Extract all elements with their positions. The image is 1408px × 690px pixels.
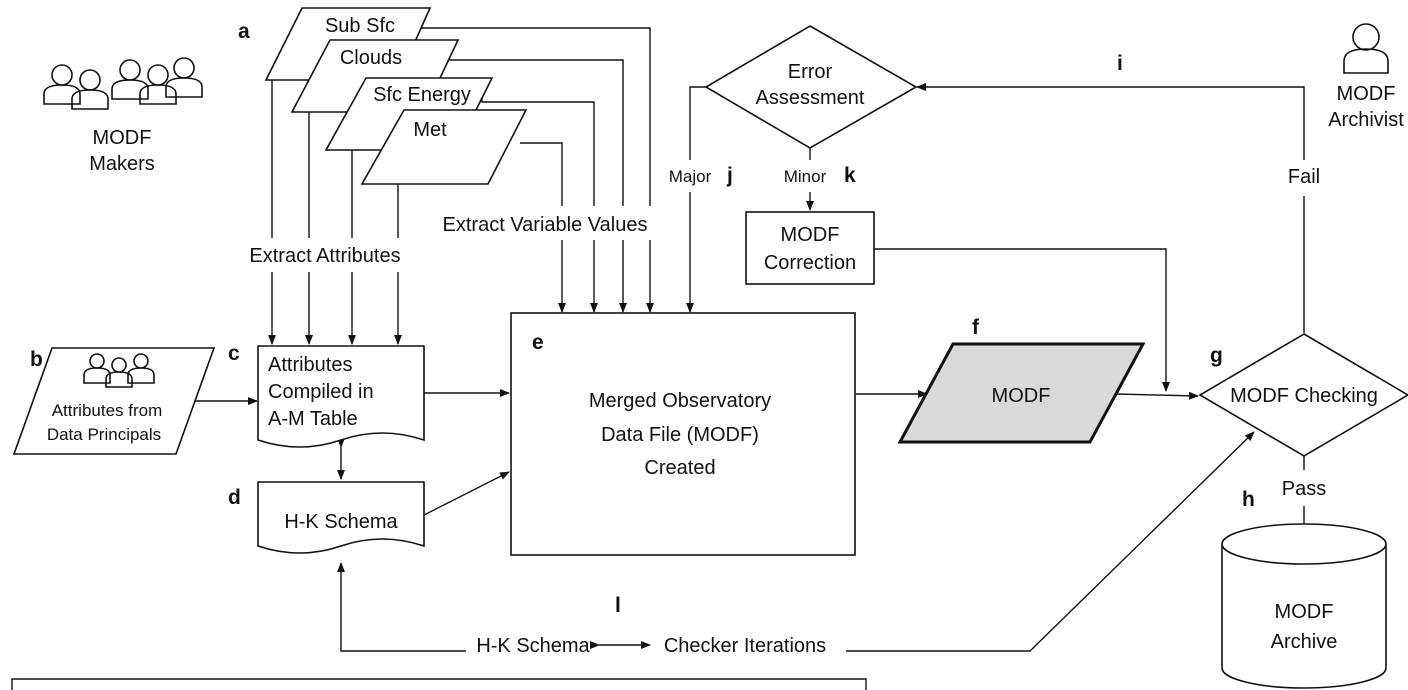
legend-box-edge: [11, 678, 867, 690]
people-group-icon: [83, 353, 155, 388]
modf-created-box: [510, 312, 856, 556]
archive-cylinder: [1221, 523, 1387, 689]
extract-variable-values-label: Extract Variable Values: [443, 214, 648, 236]
data-sources-stack: Sub Sfc Clouds Sfc Energy Met: [264, 7, 528, 185]
letter-c: c: [228, 342, 240, 365]
letter-a: a: [238, 20, 250, 43]
principals-label-line1: Attributes from: [52, 401, 163, 420]
iterations-to-checking-arrow: [846, 431, 1255, 652]
modf-correction-line2: Correction: [764, 252, 856, 274]
letter-k: k: [844, 164, 856, 187]
value-line-clouds: [447, 59, 624, 206]
source-sfc-energy-label: Sfc Energy: [373, 84, 471, 106]
archive-line1: MODF: [1275, 601, 1334, 623]
modf-parallelogram: [897, 342, 1146, 444]
pass-label: Pass: [1282, 478, 1326, 500]
attributes-table-line2: Compiled in: [268, 381, 374, 403]
major-label: Major: [669, 167, 712, 186]
value-line-met: [520, 142, 563, 206]
attributes-table-line1: Attributes: [268, 354, 352, 376]
letter-g: g: [1210, 344, 1223, 367]
makers-label-line1: MODF: [93, 127, 152, 149]
correction-to-checking-arrow: [874, 248, 1170, 392]
iterations-left-label: H-K Schema: [476, 635, 590, 657]
iterations-right-label: Checker Iterations: [664, 635, 826, 657]
modf-correction-box: [745, 211, 875, 285]
modf-to-checking-arrow: [1115, 391, 1199, 400]
modf-created-line2: Data File (MODF): [601, 424, 759, 446]
source-met-label: Met: [413, 119, 447, 141]
connectors: [187, 19, 1308, 652]
makers-label-line2: Makers: [89, 153, 155, 175]
modf-created-line3: Created: [644, 457, 715, 479]
letter-i: i: [1117, 52, 1123, 75]
hk-schema-document: [257, 481, 425, 554]
fail-to-error-arrow: [916, 83, 1305, 160]
letter-b: b: [30, 348, 43, 371]
schema-to-modf-created-arrow: [423, 471, 510, 516]
modf-checking-label: MODF Checking: [1230, 385, 1378, 407]
hk-schema-label: H-K Schema: [284, 511, 398, 533]
iterations-to-schema-arrow: [337, 562, 466, 652]
error-assessment-line2: Assessment: [756, 87, 865, 109]
letter-d: d: [228, 486, 241, 509]
modf-correction-line1: MODF: [781, 224, 840, 246]
attributes-table-line3: A-M Table: [268, 408, 358, 430]
letter-j: j: [726, 164, 733, 187]
person-icon: [1343, 23, 1389, 74]
source-clouds-label: Clouds: [340, 47, 402, 69]
attributes-table-document: [257, 345, 425, 448]
error-assessment-diamond: [704, 25, 918, 149]
people-group-icon: [43, 57, 203, 110]
major-line-upper: [689, 86, 706, 160]
archivist-label-line2: Archivist: [1328, 109, 1404, 131]
principals-parallelogram: [12, 347, 216, 455]
source-met: [360, 109, 528, 185]
archivist-label-line1: MODF: [1337, 83, 1396, 105]
minor-label: Minor: [784, 167, 827, 186]
error-assessment-line1: Error: [788, 61, 833, 83]
modf-created-line1: Merged Observatory: [589, 390, 771, 412]
fail-label: Fail: [1288, 166, 1320, 188]
letter-e: e: [532, 331, 544, 354]
extract-attributes-label: Extract Attributes: [249, 245, 400, 267]
modf-label: MODF: [992, 385, 1051, 407]
archive-line2: Archive: [1271, 631, 1338, 653]
letter-h: h: [1242, 488, 1255, 511]
source-sub-sfc-label: Sub Sfc: [325, 15, 395, 37]
letter-l: l: [615, 594, 621, 617]
modf-checking-diamond: [1198, 333, 1408, 457]
principals-label-line2: Data Principals: [47, 425, 161, 444]
letter-f: f: [972, 316, 980, 339]
